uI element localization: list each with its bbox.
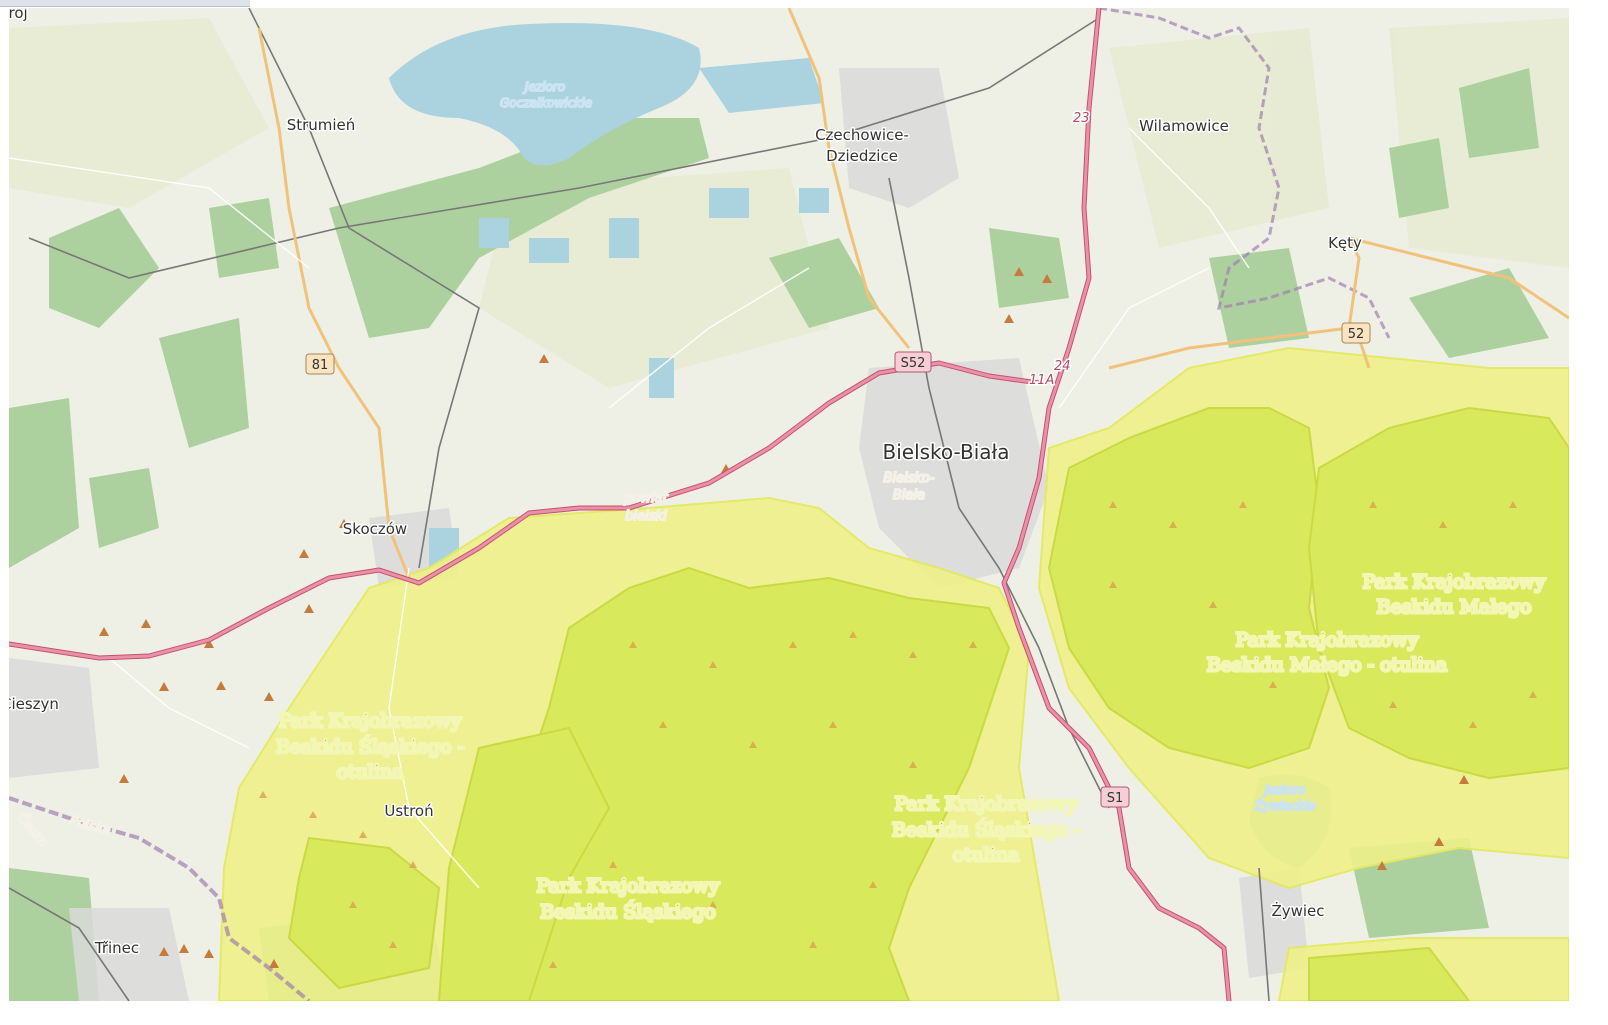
map-top-strip [0,0,250,7]
place-label-ustron[interactable]: Ustroń [383,801,435,822]
place-label-cieszyn[interactable]: Cieszyn [9,694,60,715]
svg-text:Park Krajobrazowy: Park Krajobrazowy [1236,629,1419,651]
svg-text:Park Krajobrazowy: Park Krajobrazowy [1363,571,1546,593]
svg-text:Beskidu Śląskiego -: Beskidu Śląskiego - [276,735,464,758]
svg-text:Beskidu Śląskiego: Beskidu Śląskiego [540,900,716,923]
svg-text:Beskidu Małego - otulina: Beskidu Małego - otulina [1207,654,1447,676]
svg-text:Park Krajobrazowy: Park Krajobrazowy [279,710,462,732]
water-label-zywieckie-line1: Jezioro [1263,783,1305,797]
place-label-bielsko-biala[interactable]: Bielsko-Biała [881,439,1011,466]
place-label-kety[interactable]: Kęty [1327,233,1364,254]
water-label-goczalkowice-line1: Jezioro [523,80,565,94]
road-shield-81: 81 [305,353,335,375]
railway-layer [9,8,1270,1001]
park-label-bs-otulina-west: Park Krajobrazowy Beskidu Śląskiego - ot… [274,709,465,785]
map-canvas[interactable]: S52 81 52 S1 23 24 11A Jezioro Goczałkow… [9,8,1569,1001]
road-shield-52: 52 [1341,322,1371,344]
road-ref-11a: 11A [1029,373,1054,388]
svg-text:otulina: otulina [336,761,403,783]
motorway-layer [9,8,1232,1001]
svg-text:otulina: otulina [952,844,1019,866]
admin-label-bielsko-line1: Bielsko- [883,471,934,486]
park-core-layer [287,406,1569,1001]
admin-label-powiat-line1: powiat [623,491,668,506]
svg-text:Park Krajobrazowy: Park Krajobrazowy [537,875,720,897]
place-label-top-edge: uroj [9,8,28,22]
park-label-beskid-slaski: Park Krajobrazowy Beskidu Śląskiego [535,874,721,925]
road-ref-23: 23 [1073,111,1090,126]
place-label-skoczow[interactable]: Skoczów [341,519,408,540]
minor-road-layer [9,127,1250,889]
peak-markers [99,267,1469,968]
place-label-czechowice-line2[interactable]: Dziedzice [825,146,900,167]
place-label-strumien[interactable]: Strumień [285,115,357,136]
road-shield-s1: S1 [1100,786,1130,808]
place-label-czechowice-line1[interactable]: Czechowice- [814,125,911,146]
svg-text:Beskidu Śląskiego -: Beskidu Śląskiego - [892,818,1080,841]
place-label-wilamowice[interactable]: Wilamowice [1138,116,1231,137]
map-view[interactable]: S52 81 52 S1 23 24 11A Jezioro Goczałkow… [9,8,1569,1001]
road-shield-52-label: 52 [1348,327,1365,342]
primary-road-layer [257,8,1569,579]
admin-label-bielsko-line2: Biała [893,488,925,503]
svg-text:Park Krajobrazowy: Park Krajobrazowy [895,793,1078,815]
water-label-goczalkowice-line2: Goczałkowickie [500,96,592,110]
place-label-zywiec[interactable]: Żywiec [1270,900,1326,922]
admin-label-powiat-line2: bielski [625,509,667,524]
road-shield-s52: S52 [894,351,932,373]
place-label-trinec[interactable]: Třinec [92,938,140,959]
road-shield-s1-label: S1 [1107,791,1124,806]
park-label-bs-otulina-central: Park Krajobrazowy Beskidu Śląskiego - ot… [890,792,1081,868]
park-label-beskid-maly: Park Krajobrazowy Beskidu Małego [1361,570,1547,620]
svg-text:Beskidu Małego: Beskidu Małego [1377,596,1532,618]
park-label-beskid-maly-otulina: Park Krajobrazowy Beskidu Małego - otuli… [1205,628,1448,678]
water-label-zywieckie-line2: Żywieckie [1254,798,1315,813]
road-shield-s52-label: S52 [901,356,926,371]
road-shield-81-label: 81 [312,358,329,373]
road-ref-24: 24 [1054,359,1071,374]
national-border [9,796,311,1001]
park-peak-markers [259,501,1537,968]
region-border [1098,8,1391,339]
